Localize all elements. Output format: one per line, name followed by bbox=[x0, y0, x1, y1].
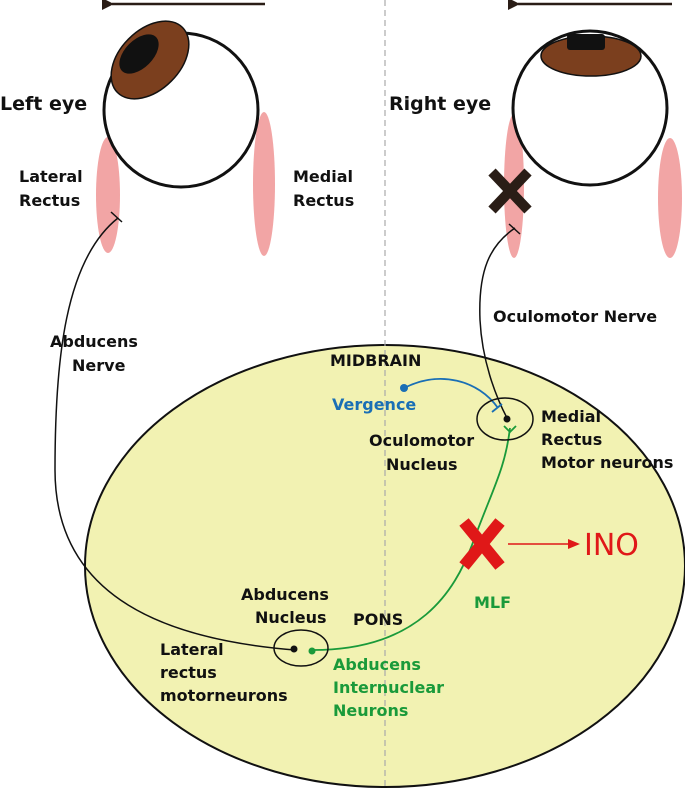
abducens-nerve-terminal bbox=[110, 211, 123, 223]
vergence-terminal bbox=[491, 403, 503, 413]
mlf-terminal bbox=[503, 425, 517, 434]
left-pupil bbox=[119, 34, 159, 74]
midbrain-label: MIDBRAIN bbox=[330, 351, 421, 370]
lateral-rectus-motorneurons-label-3: motorneurons bbox=[160, 686, 288, 705]
oculomotor-nucleus-label-1: Oculomotor bbox=[369, 431, 474, 450]
oculomotor-nerve-label: Oculomotor Nerve bbox=[493, 307, 657, 326]
lateral-rectus-label-1: Lateral bbox=[19, 167, 83, 186]
oculomotor-nerve-path bbox=[479, 227, 516, 419]
ino-label: INO bbox=[584, 528, 639, 563]
mlf-label: MLF bbox=[474, 593, 511, 612]
vergence-source-dot bbox=[400, 384, 408, 392]
right-eye bbox=[504, 29, 682, 258]
medial-rectus-motor-neurons-label-2: Rectus bbox=[541, 430, 602, 449]
right-pupil bbox=[567, 34, 605, 50]
pons-label: PONS bbox=[353, 610, 403, 629]
left-medial-rectus-muscle bbox=[253, 112, 275, 256]
abducens-nerve-path bbox=[54, 217, 296, 651]
abducens-nucleus-label-1: Abducens bbox=[241, 585, 329, 604]
abducens-nerve-label-2: Nerve bbox=[72, 356, 126, 375]
medial-rectus-label-2: Rectus bbox=[293, 191, 354, 210]
right-eye-label: Right eye bbox=[389, 93, 491, 115]
lateral-rectus-motorneuron-dot bbox=[290, 645, 298, 653]
medial-rectus-motor-neurons-label-1: Medial bbox=[541, 407, 601, 426]
medial-rectus-motor-neurons-label-3: Motor neurons bbox=[541, 453, 673, 472]
left-lateral-rectus-muscle bbox=[96, 137, 120, 253]
oculomotor-nerve-terminal bbox=[508, 223, 521, 235]
left-eye-label: Left eye bbox=[0, 93, 87, 115]
lateral-rectus-motorneurons-label-1: Lateral bbox=[160, 640, 224, 659]
abducens-internuclear-label-2: Internuclear bbox=[333, 678, 444, 697]
mlf-lesion-x bbox=[459, 518, 505, 570]
right-medial-rectus-muscle bbox=[658, 138, 682, 258]
abducens-internuclear-neuron-dot bbox=[308, 647, 316, 655]
abducens-nucleus-label-2: Nucleus bbox=[255, 608, 327, 627]
abducens-internuclear-label-1: Abducens bbox=[333, 655, 421, 674]
lateral-rectus-lesion-x bbox=[488, 168, 532, 214]
abducens-nerve-label-1: Abducens bbox=[50, 332, 138, 351]
abducens-nucleus-circle bbox=[273, 629, 329, 667]
vergence-pathway bbox=[403, 378, 499, 409]
oculomotor-nucleus-circle bbox=[476, 397, 534, 441]
medial-rectus-label-1: Medial bbox=[293, 167, 353, 186]
medial-rectus-motor-neuron-dot bbox=[503, 415, 511, 423]
abducens-internuclear-label-3: Neurons bbox=[333, 701, 408, 720]
vergence-label: Vergence bbox=[332, 395, 416, 414]
lateral-rectus-motorneurons-label-2: rectus bbox=[160, 663, 217, 682]
oculomotor-nucleus-label-2: Nucleus bbox=[386, 455, 458, 474]
lateral-rectus-label-2: Rectus bbox=[19, 191, 80, 210]
left-eye bbox=[96, 20, 275, 256]
